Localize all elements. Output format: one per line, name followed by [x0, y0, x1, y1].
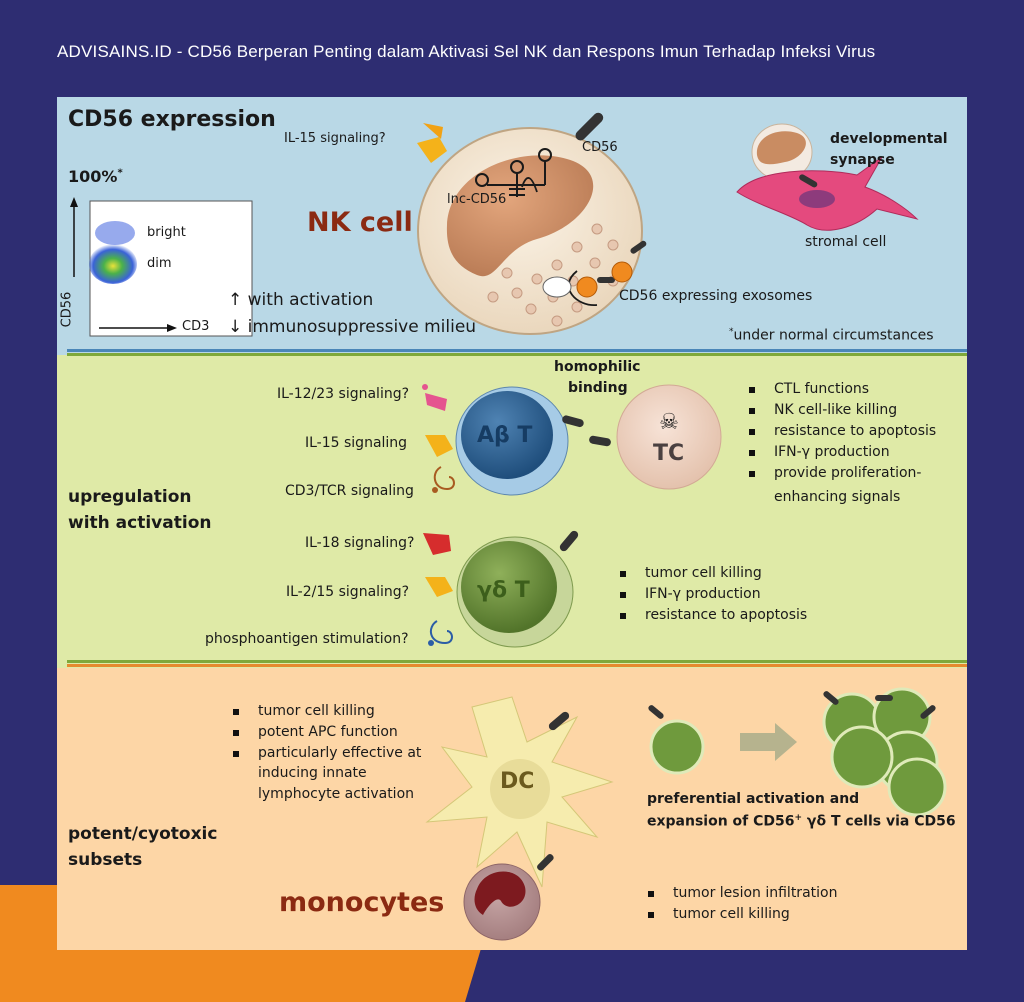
expansion-label-1: preferential activation and: [647, 791, 860, 807]
tc-cell-drawing: ☠: [616, 384, 722, 490]
diagram-artwork: ☠: [70, 112, 947, 941]
dc-function-list: tumor cell killing potent APC function p…: [230, 701, 421, 764]
flow-x-label: CD3: [182, 319, 210, 334]
ab-function-3: IFN-γ production: [746, 442, 936, 463]
gd-signal-1: IL-2/15 signaling?: [286, 584, 410, 600]
percent-label: 100%*: [68, 167, 123, 186]
section-heading-expression: CD56 expression: [68, 107, 276, 132]
dc-function-1: potent APC function: [230, 722, 421, 743]
gd-function-1: IFN-γ production: [617, 584, 807, 605]
infographic-panel: ☠: [57, 97, 967, 950]
dc-function-4: lymphocyte activation: [258, 786, 415, 802]
monocyte-drawing: [463, 854, 554, 941]
ab-signal-1: IL-15 signaling: [305, 435, 408, 451]
suppression-down-label: ↓ immunosuppressive milieu: [228, 317, 477, 337]
tc-cell-label: TC: [653, 441, 685, 466]
mono-function-list: tumor lesion infiltration tumor cell kil…: [645, 883, 837, 925]
section-heading-activation-1: upregulation: [68, 487, 192, 507]
gd-t-cell-label: γδ T: [477, 578, 530, 603]
ab-function-2: resistance to apoptosis: [746, 421, 936, 442]
expansion-label-2: expansion of CD56+ γδ T cells via CD56: [647, 813, 956, 830]
stromal-cell-label: stromal cell: [805, 234, 887, 250]
gd-expansion-drawing: [648, 687, 947, 817]
flow-dim-label: dim: [147, 256, 172, 271]
il15-signaling-label: IL-15 signaling?: [284, 131, 386, 146]
gd-t-cell-drawing: [456, 530, 579, 648]
section-heading-cytotoxic-2: subsets: [68, 850, 143, 870]
ab-signal-icons: [422, 384, 455, 493]
mono-function-1: tumor cell killing: [645, 904, 837, 925]
gd-function-2: resistance to apoptosis: [617, 605, 807, 626]
nk-cell-label: NK cell: [307, 207, 413, 238]
mono-function-0: tumor lesion infiltration: [645, 883, 837, 904]
exosomes-label: CD56 expressing exosomes: [619, 288, 813, 304]
ab-function-list: CTL functions NK cell-like killing resis…: [746, 379, 936, 484]
gd-function-list: tumor cell killing IFN-γ production resi…: [617, 563, 807, 626]
exosome-drawing: [576, 240, 647, 298]
flow-bright-label: bright: [147, 225, 186, 240]
ab-signal-0: IL-12/23 signaling?: [277, 386, 410, 402]
page-title: ADVISAINS.ID - CD56 Berperan Penting dal…: [57, 42, 876, 61]
ab-function-5: enhancing signals: [774, 489, 901, 505]
dc-function-3: inducing innate: [258, 765, 367, 781]
divider-orange: [67, 664, 967, 667]
synapse-label-1: developmental: [830, 131, 948, 147]
dc-function-0: tumor cell killing: [230, 701, 421, 722]
footnote: *under normal circumstances: [729, 327, 934, 344]
dendritic-cell-drawing: [425, 696, 614, 888]
dc-function-2: particularly effective at: [230, 743, 421, 764]
developmental-synapse-drawing: [736, 123, 919, 231]
ab-t-cell-label: Aβ T: [477, 423, 533, 448]
ab-t-cell-drawing: [455, 386, 611, 496]
gd-function-0: tumor cell killing: [617, 563, 807, 584]
header-bar: ADVISAINS.ID - CD56 Berperan Penting dal…: [0, 0, 1024, 100]
divider-green-2: [67, 660, 967, 663]
divider-blue: [67, 349, 967, 352]
cd56-label: CD56: [582, 140, 618, 155]
svg-text:☠: ☠: [659, 410, 679, 435]
gd-signal-0: IL-18 signaling?: [305, 535, 415, 551]
activation-up-label: ↑ with activation: [228, 290, 374, 310]
flow-y-label: CD56: [59, 291, 75, 328]
il15-receptor: [417, 123, 447, 163]
section-heading-cytotoxic-1: potent/cyotoxic: [68, 824, 218, 844]
homophilic-label-1: homophilic: [554, 359, 641, 375]
ab-function-0: CTL functions: [746, 379, 936, 400]
dc-cell-label: DC: [500, 769, 535, 794]
flow-cytometry-plot: [70, 197, 253, 337]
ab-function-1: NK cell-like killing: [746, 400, 936, 421]
divider-green: [67, 353, 967, 356]
section-heading-activation-2: with activation: [68, 513, 212, 533]
ab-signal-2: CD3/TCR signaling: [285, 483, 414, 499]
lnc-cd56-label: lnc-CD56: [447, 192, 507, 207]
homophilic-label-2: binding: [568, 380, 628, 396]
ab-function-4: provide proliferation-: [746, 463, 936, 484]
gd-signal-2: phosphoantigen stimulation?: [205, 631, 409, 647]
synapse-label-2: synapse: [830, 152, 895, 168]
gd-signal-icons: [423, 533, 453, 646]
monocytes-label: monocytes: [279, 887, 445, 918]
